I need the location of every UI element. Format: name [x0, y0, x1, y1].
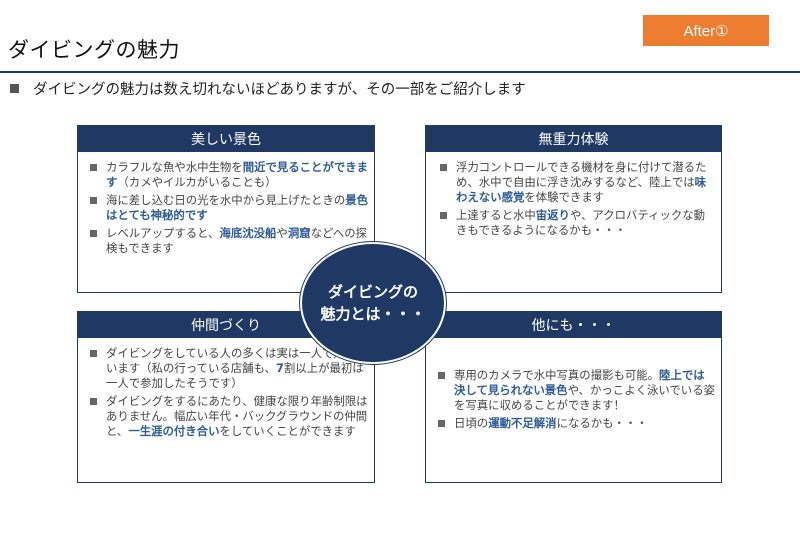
item-text: カラフルな魚や水中生物を間近で見ることができます（カメやイルカがいることも） — [106, 160, 369, 189]
list-item: カラフルな魚や水中生物を間近で見ることができます（カメやイルカがいることも） — [86, 160, 368, 190]
card-title: 美しい景色 — [78, 126, 374, 152]
title-divider — [0, 71, 800, 73]
card-body: カラフルな魚や水中生物を間近で見ることができます（カメやイルカがいることも） 海… — [86, 160, 368, 259]
card-title: 無重力体験 — [426, 126, 721, 152]
item-text: 海に差し込む日の光を水中から見上げたときの景色はとても神秘的です — [106, 193, 369, 222]
card-body: 専用のカメラで水中写真の撮影も可能。陸上では決して見られない景色や、かっこよく泳… — [434, 368, 715, 434]
square-bullet-icon — [90, 164, 97, 171]
list-item: 上達すると水中宙返りや、アクロバティックな動きもできるようになるかも・・・ — [436, 208, 715, 238]
square-bullet-icon — [440, 164, 447, 171]
subtitle-text: ダイビングの魅力は数え切れないほどありますが、その一部をご紹介します — [33, 82, 526, 98]
item-text: ダイビングをするにあたり、健康な限り年齢制限はありません。幅広い年代・バックグラ… — [106, 394, 368, 438]
subtitle: ダイビングの魅力は数え切れないほどありますが、その一部をご紹介します — [8, 78, 526, 99]
center-circle: ダイビングの 魅力とは・・・ — [300, 242, 446, 364]
square-bullet-icon — [90, 350, 97, 357]
center-line-1: ダイビングの — [327, 283, 418, 301]
card-other: 他にも・・・ 専用のカメラで水中写真の撮影も可能。陸上では決して見られない景色や… — [425, 311, 722, 483]
item-text: レベルアップすると、海底沈没船や洞窟などへの探検もできます — [106, 226, 368, 255]
card-zero-gravity: 無重力体験 浮力コントロールできる機材を身に付けて潜るため、水中で自由に浮き沈み… — [425, 125, 722, 293]
item-text: ダイビングをしている人の多くは実は一人で始めています（私の行っている店舗も、7割… — [106, 346, 368, 390]
list-item: ダイビングをするにあたり、健康な限り年齢制限はありません。幅広い年代・バックグラ… — [86, 394, 368, 439]
square-bullet-icon — [438, 420, 445, 427]
square-bullet-icon — [438, 372, 445, 379]
square-bullet-icon — [90, 197, 97, 204]
center-line-2: 魅力とは・・・ — [320, 305, 426, 323]
card-beautiful-scenery: 美しい景色 カラフルな魚や水中生物を間近で見ることができます（カメやイルカがいる… — [77, 125, 375, 293]
list-item: 日頃の運動不足解消になるかも・・・ — [434, 416, 715, 431]
item-text: 専用のカメラで水中写真の撮影も可能。陸上では決して見られない景色や、かっこよく泳… — [454, 368, 715, 412]
card-making-friends: 仲間づくり ダイビングをしている人の多くは実は一人で始めています（私の行っている… — [77, 311, 375, 483]
list-item: 海に差し込む日の光を水中から見上げたときの景色はとても神秘的です — [86, 193, 368, 223]
item-text: 浮力コントロールできる機材を身に付けて潜るため、水中で自由に浮き沈みするなど、陸… — [456, 160, 707, 204]
list-item: 浮力コントロールできる機材を身に付けて潜るため、水中で自由に浮き沈みするなど、陸… — [436, 160, 715, 205]
square-bullet-icon — [10, 84, 19, 93]
list-item: ダイビングをしている人の多くは実は一人で始めています（私の行っている店舗も、7割… — [86, 346, 368, 391]
list-item: レベルアップすると、海底沈没船や洞窟などへの探検もできます — [86, 226, 368, 256]
square-bullet-icon — [90, 398, 97, 405]
card-body: 浮力コントロールできる機材を身に付けて潜るため、水中で自由に浮き沈みするなど、陸… — [436, 160, 715, 241]
page-title: ダイビングの魅力 — [8, 38, 180, 62]
list-item: 専用のカメラで水中写真の撮影も可能。陸上では決して見られない景色や、かっこよく泳… — [434, 368, 715, 413]
square-bullet-icon — [440, 212, 447, 219]
card-body: ダイビングをしている人の多くは実は一人で始めています（私の行っている店舗も、7割… — [86, 346, 368, 442]
item-text: 上達すると水中宙返りや、アクロバティックな動きもできるようになるかも・・・ — [456, 208, 706, 237]
item-text: 日頃の運動不足解消になるかも・・・ — [454, 416, 648, 430]
card-title: 他にも・・・ — [426, 312, 721, 338]
after-badge: After① — [643, 15, 769, 46]
square-bullet-icon — [90, 230, 97, 237]
